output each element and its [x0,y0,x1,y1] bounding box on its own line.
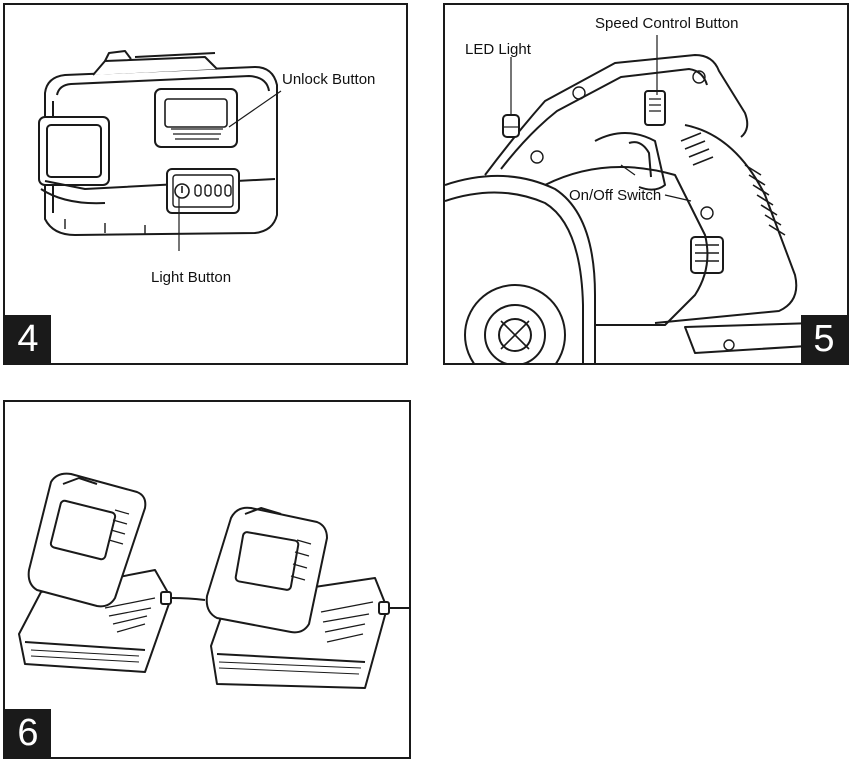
figure-number-badge: 5 [801,315,847,363]
on-off-switch-label: On/Off Switch [569,187,662,204]
led-light-label: LED Light [465,41,531,58]
light-button-label: Light Button [151,269,232,286]
tool-handle-illustration [445,35,824,363]
figure-number-badge: 6 [5,709,51,757]
figure-4-panel: Unlock Button Light Button 4 [3,3,408,365]
battery-illustration [38,50,282,251]
unlock-button-label: Unlock Button [282,71,376,88]
charger-illustration [18,472,409,689]
speed-control-button-label: Speed Control Button [595,15,739,32]
figure-5-panel: Speed Control Button LED Light On/Off Sw… [443,3,849,365]
figure-6-panel: 6 [3,400,411,759]
figure-number-badge: 4 [5,315,51,363]
